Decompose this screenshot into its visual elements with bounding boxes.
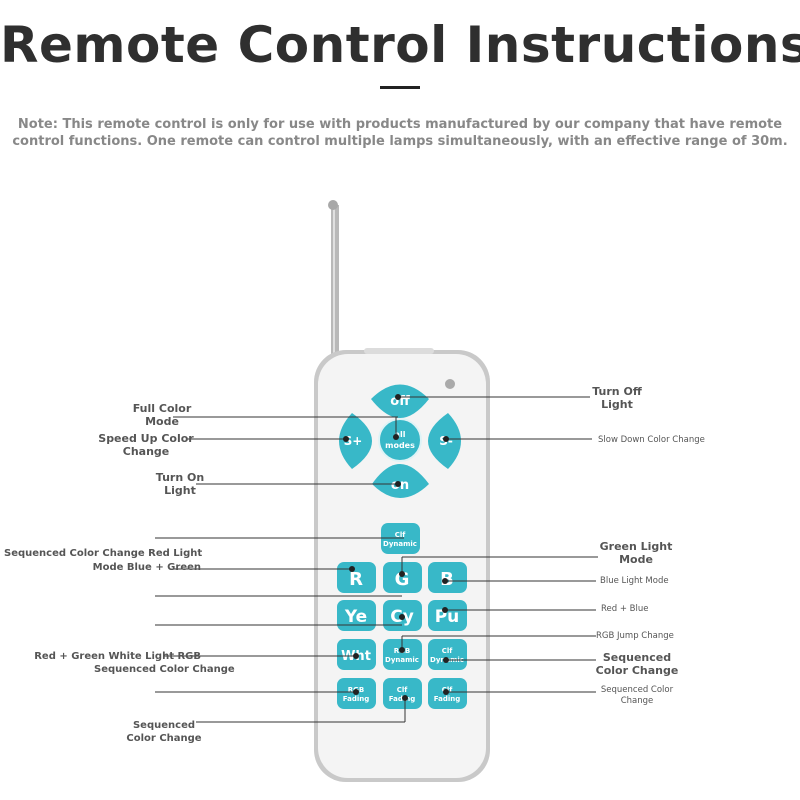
callout-lines: [155, 396, 598, 723]
ye-button[interactable]: [337, 600, 376, 631]
r-button-label: R: [349, 569, 363, 590]
label-sequenced-change-left: Sequenced Color Change: [94, 664, 235, 675]
svg-text:Fading: Fading: [389, 695, 416, 703]
on-button[interactable]: [372, 464, 429, 498]
svg-text:Fading: Fading: [434, 695, 461, 703]
label-speed-up: Speed Up Color Change: [98, 432, 194, 458]
pu-button-label: Pu: [435, 607, 460, 627]
label-green-light: Green Light Mode: [599, 540, 673, 566]
svg-text:Clf: Clf: [442, 647, 454, 655]
rgb-dynamic-button[interactable]: [383, 639, 422, 670]
label-blue-light: Blue Light Mode: [600, 576, 669, 586]
label-slow-down: Slow Down Color Change: [598, 435, 705, 445]
usage-note: Note: This remote control is only for us…: [12, 117, 788, 149]
clf-fading-mid-button[interactable]: [383, 678, 422, 709]
r-button[interactable]: [337, 562, 376, 593]
page-title: Remote Control Instructions: [0, 16, 800, 74]
label-turn-off: Turn Off Light: [592, 385, 642, 411]
svg-text:Clf: Clf: [397, 686, 409, 694]
antenna-tip: [328, 200, 338, 210]
svg-text:Dynamic: Dynamic: [383, 540, 417, 548]
keypad: Clf Dynamic R G B Ye Cy Pu Wht RGB Dynam…: [337, 523, 467, 709]
clf-dynamic-button[interactable]: [428, 639, 467, 670]
indicator-led: [445, 379, 455, 389]
title-divider: [380, 86, 420, 89]
label-turn-on: Turn On Light: [155, 471, 205, 497]
g-button[interactable]: [383, 562, 422, 593]
label-sequenced-right: Sequenced Color Change: [595, 651, 679, 677]
b-button[interactable]: [428, 562, 467, 593]
g-button-label: G: [395, 569, 410, 590]
label-mode-blue-green: Mode Blue + Green: [92, 562, 201, 573]
svg-text:Fading: Fading: [343, 695, 370, 703]
label-sequenced-bottom: Sequenced Color Change: [126, 720, 202, 744]
speed-up-button[interactable]: [339, 413, 372, 469]
svg-text:modes: modes: [385, 441, 415, 450]
all-modes-button[interactable]: [378, 418, 422, 462]
svg-text:Clf: Clf: [395, 531, 407, 539]
label-full-color-mode: Full Color Mode: [132, 402, 192, 428]
pu-button[interactable]: [428, 600, 467, 631]
off-button[interactable]: [371, 384, 429, 419]
label-sequenced-right-small: Sequenced Color Change: [600, 685, 674, 706]
ye-button-label: Ye: [344, 607, 367, 627]
label-red-green-white: Red + Green White Light RGB: [34, 651, 201, 662]
label-sequenced-red: Sequenced Color Change Red Light: [4, 548, 203, 559]
svg-text:Dynamic: Dynamic: [385, 656, 419, 664]
callout-dots: [343, 394, 449, 701]
all-modes-label: all: [395, 430, 406, 439]
label-red-blue: Red + Blue: [601, 604, 649, 614]
label-rgb-jump: RGB Jump Change: [596, 631, 674, 641]
